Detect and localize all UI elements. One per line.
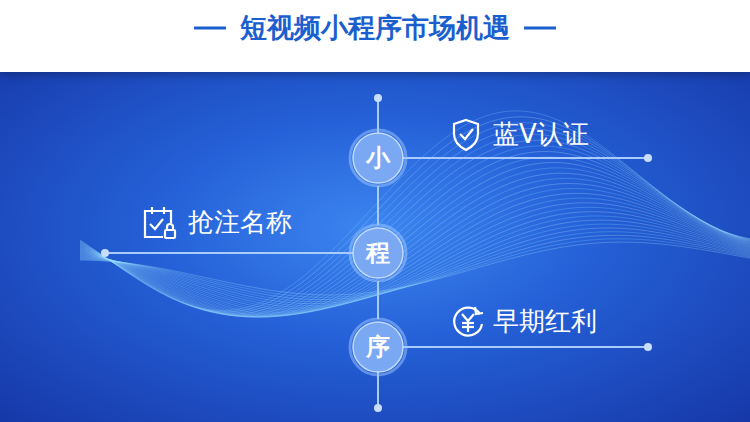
wave-line [80, 140, 750, 316]
wave-line [80, 117, 750, 312]
wave-line [80, 129, 750, 314]
wave-line [80, 151, 750, 316]
circle-face [353, 322, 403, 372]
circle-node: 序 [353, 322, 403, 372]
circle-node: 程 [353, 228, 403, 278]
circle-glow [350, 130, 406, 186]
leader-line [403, 346, 648, 348]
wave-line [80, 220, 750, 307]
wave-line [80, 134, 750, 315]
title-dash [524, 27, 556, 30]
circle-glow [350, 319, 406, 375]
wave-line [80, 123, 750, 313]
calendar-icon [145, 207, 175, 238]
feature-label: 早期红利 [493, 305, 597, 337]
leader-line [403, 157, 648, 159]
circle-face [353, 228, 403, 278]
wave-line [80, 239, 750, 298]
end-dot [644, 343, 652, 351]
end-dot [101, 249, 109, 257]
wave-line [80, 111, 750, 311]
axis-line [377, 98, 379, 133]
circle-node: 小 [353, 133, 403, 183]
circle-face [353, 133, 403, 183]
wave-line [80, 235, 750, 299]
axis-line [377, 372, 379, 408]
wave-line [80, 198, 750, 314]
wave-line [80, 173, 750, 317]
end-dot [644, 154, 652, 162]
shield-icon [454, 120, 478, 150]
circle-glow [350, 225, 406, 281]
title: 短视频小程序市场机遇 [0, 10, 750, 46]
connector [377, 186, 379, 225]
end-dot [374, 404, 382, 412]
yen-icon [454, 307, 483, 336]
node-text: 序 [353, 331, 403, 363]
title-text: 短视频小程序市场机遇 [240, 12, 510, 43]
leader-line [105, 252, 353, 254]
feature-label: 蓝V认证 [493, 118, 589, 150]
end-dot [374, 94, 382, 102]
feature-label: 抢注名称 [188, 206, 292, 238]
title-dash [194, 27, 226, 30]
connector [377, 281, 379, 319]
node-text: 小 [353, 142, 403, 174]
wave-line [80, 242, 750, 295]
node-text: 程 [353, 237, 403, 269]
wave-line [80, 146, 750, 316]
